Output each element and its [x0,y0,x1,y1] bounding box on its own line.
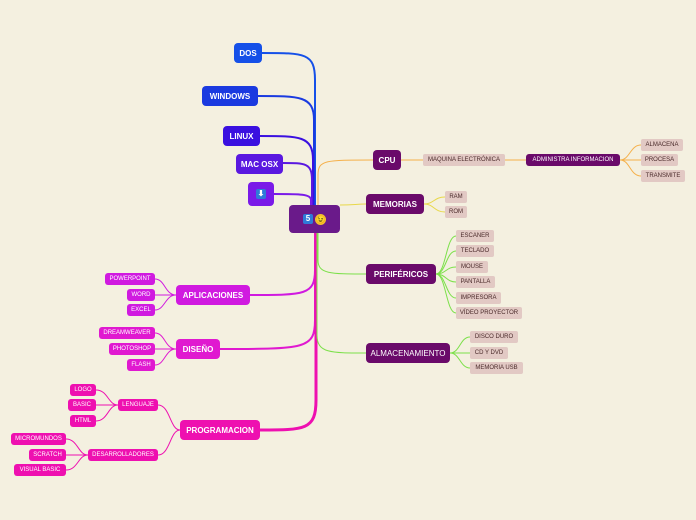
connector-micromundos [65,438,89,456]
connector-videoproyector [435,273,457,314]
leaf-transmite[interactable]: TRANSMITE [641,170,685,182]
leaf-teclado[interactable]: TECLADO [456,245,494,257]
leaf-pantalla[interactable]: PANTALLA [456,276,495,288]
connector-linux [259,135,314,205]
leaf-escaner[interactable]: ESCANER [456,230,494,242]
connector-logo [95,389,119,406]
leaf-almacena[interactable]: ALMACENA [641,139,683,151]
leaf-flash[interactable]: FLASH [127,359,155,371]
leaf-memoria-usb[interactable]: MEMORIA USB [470,362,523,374]
connector-memorias [339,203,367,206]
leaf-micromundos[interactable]: MICROMUNDOS [11,433,66,445]
leaf-powerpoint[interactable]: POWERPOINT [105,273,155,285]
node-almacenamiento[interactable]: ALMACENAMIENTO [366,343,450,363]
leaf-scratch[interactable]: SCRATCH [29,449,66,461]
leaf-logo[interactable]: LOGO [70,384,96,396]
leaf-basic[interactable]: BASIC [68,399,96,411]
leaf-disco-duro[interactable]: DISCO DURO [470,331,518,343]
connector-escaner [435,235,457,275]
node-memorias[interactable]: MEMORIAS [366,194,424,214]
winking-face-icon: 😉 [315,213,326,225]
node-aplicaciones[interactable]: APLICACIONES [176,285,250,305]
node-dos[interactable]: DOS [234,43,262,63]
connector-memoriausb [449,352,471,369]
connector-download [273,193,312,205]
node-programacion[interactable]: PROGRAMACION [180,420,260,440]
connector-transmite [619,159,642,177]
connector-dreamweaver [154,332,177,350]
leaf-rom[interactable]: ROM [445,206,467,218]
connector-html [95,404,119,422]
leaf-ram[interactable]: RAM [445,191,467,203]
number-five-icon: 5 [303,214,313,224]
node-cpu[interactable]: CPU [373,150,401,170]
leaf-impresora[interactable]: IMPRESORA [456,292,501,304]
leaf-word[interactable]: WORD [127,289,155,301]
connector-macosx [282,162,313,205]
connector-almacena [619,144,642,161]
central-node[interactable]: 5 😉 [289,205,340,233]
connector-flash [154,348,177,366]
leaf-video-proyector[interactable]: VÍDEO PROYECTOR [456,307,522,319]
connector-lenguaje [157,404,181,431]
connector-windows [257,95,315,205]
node-macosx[interactable]: MAC OSX [236,154,283,174]
node-lenguaje[interactable]: LENGUAJE [118,399,158,411]
connector-cpu [317,159,374,205]
connector-dos [261,52,316,205]
connector-programacion [259,233,318,432]
connector-perifericos [317,233,367,275]
leaf-html[interactable]: HTML [70,415,96,427]
connector-aplicaciones [249,233,316,296]
leaf-mouse[interactable]: MOUSE [456,261,488,273]
leaf-maquina-electronica[interactable]: MAQUINA ELECTRÓNICA [423,154,505,166]
down-arrow-icon: ⬇ [256,189,266,199]
node-administra-informacion[interactable]: ADMINISTRA INFORMACION [526,154,620,166]
node-linux[interactable]: LINUX [223,126,260,146]
node-perifericos[interactable]: PERIFÉRICOS [366,264,436,284]
leaf-excel[interactable]: EXCEL [127,304,155,316]
node-windows[interactable]: WINDOWS [202,86,258,106]
connector-excel [154,294,177,311]
node-diseno[interactable]: DISEÑO [176,339,220,359]
leaf-cd-dvd[interactable]: CD Y DVD [470,347,508,359]
connector-powerpoint [154,278,177,296]
connector-desarrolladores [157,429,181,456]
connector-rom [423,203,446,213]
connector-ram [423,196,446,205]
connector-almacenamiento [316,233,367,354]
leaf-procesa[interactable]: PROCESA [641,154,678,166]
leaf-photoshop[interactable]: PHOTOSHOP [109,343,155,355]
leaf-dreamweaver[interactable]: DREAMWEAVER [99,327,155,339]
connector-discoduro [449,336,471,354]
node-desarrolladores[interactable]: DESARROLLADORES [88,449,158,461]
leaf-visualbasic[interactable]: VISUAL BASIC [14,464,66,476]
node-download[interactable]: ⬇ [248,182,274,206]
connector-visualbasic [65,454,89,471]
